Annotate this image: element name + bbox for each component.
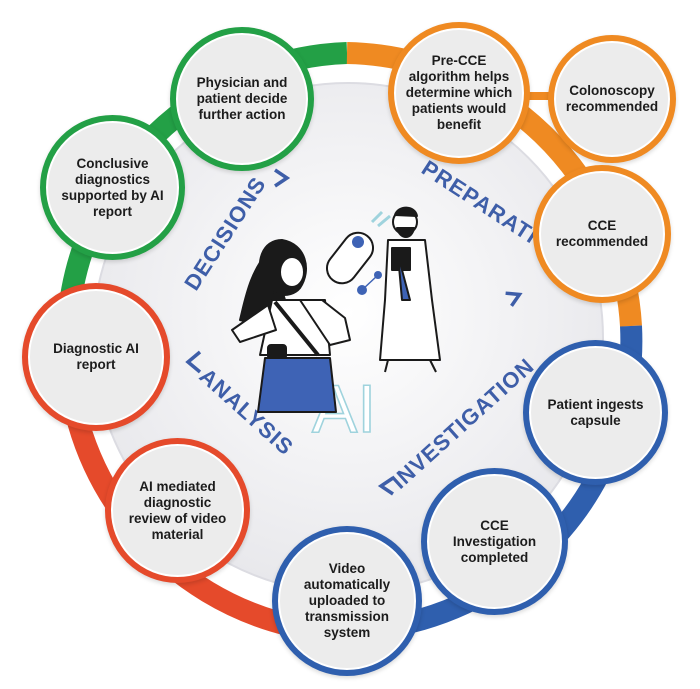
chevron-right-icon — [505, 291, 523, 307]
chevron-left-icon — [377, 476, 394, 496]
capsule-icon — [325, 210, 391, 295]
node-video-uploaded: Video automatically uploaded to transmis… — [272, 526, 422, 676]
node-pre-cce-label: Pre-CCE algorithm helps determine which … — [405, 53, 513, 132]
node-colonoscopy: Colonoscopy recommended — [548, 35, 676, 163]
node-cce-recommended: CCE recommended — [533, 165, 671, 303]
node-video-uploaded-label: Video automatically uploaded to transmis… — [303, 561, 391, 640]
chevron-left-icon — [185, 350, 202, 374]
node-conclusive-label: Conclusive diagnostics supported by AI r… — [61, 155, 164, 219]
node-ai-report: Diagnostic AI report — [22, 283, 170, 431]
node-colonoscopy-label: Colonoscopy recommended — [565, 83, 659, 114]
node-patient-ingests: Patient ingests capsule — [523, 340, 668, 485]
node-patient-ingests-label: Patient ingests capsule — [547, 396, 644, 428]
node-ai-report-label: Diagnostic AI report — [53, 341, 139, 372]
node-physician: Physician and patient decide further act… — [170, 27, 314, 171]
chevron-right-icon — [274, 168, 291, 188]
node-pre-cce: Pre-CCE algorithm helps determine which … — [388, 22, 530, 164]
patient-illustration — [231, 239, 351, 413]
node-conclusive: Conclusive diagnostics supported by AI r… — [40, 115, 185, 260]
node-ai-review-label: AI mediated diagnostic review of video m… — [128, 478, 227, 542]
node-ai-review: AI mediated diagnostic review of video m… — [105, 438, 250, 583]
node-cce-completed: CCE Investigation completed — [421, 468, 568, 615]
node-cce-completed-label: CCE Investigation completed — [452, 517, 537, 565]
doctor-illustration — [379, 206, 441, 373]
node-cce-recommended-label: CCE recommended — [555, 218, 649, 249]
node-physician-label: Physician and patient decide further act… — [196, 75, 288, 122]
